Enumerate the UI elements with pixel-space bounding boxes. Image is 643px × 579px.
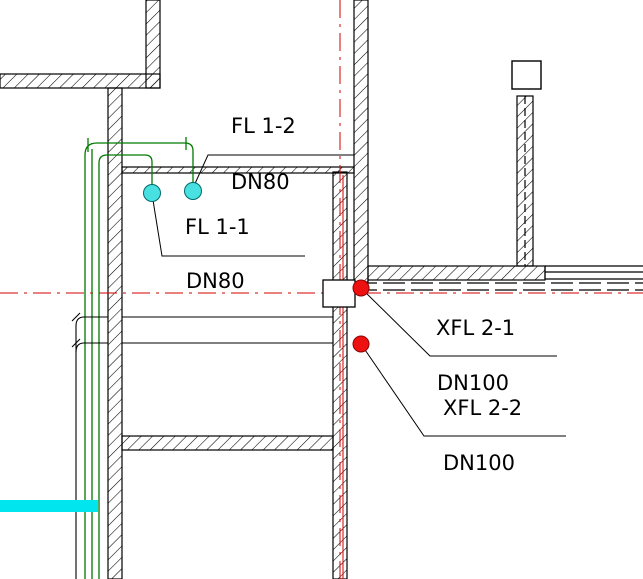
leaders xyxy=(151,154,566,437)
riser-box xyxy=(322,279,356,308)
leader-xfl-2-1 xyxy=(360,287,557,357)
drain-branch-2 xyxy=(75,342,108,353)
label-xfl-2-1: XFL 2-1 xyxy=(436,316,515,340)
label-dn100-upper: DN100 xyxy=(437,371,509,395)
wall-right-horizontal xyxy=(367,265,546,281)
leader-fl-1-2 xyxy=(192,154,354,189)
label-fl-1-2: FL 1-2 xyxy=(231,114,296,138)
cyan-pipe xyxy=(0,500,98,512)
supply-pipes xyxy=(84,137,194,579)
riser-fl-1-2 xyxy=(184,182,202,200)
equipment-box xyxy=(511,60,542,90)
wall-top-left-horizontal xyxy=(0,73,161,89)
labels: FL 1-2 DN80 FL 1-1 DN80 XFL 2-1 DN100 XF… xyxy=(185,114,522,475)
supply-pipe-inner xyxy=(98,154,153,579)
wall-right-upper-vertical xyxy=(353,0,369,283)
wall-shaft-top xyxy=(121,166,355,174)
drain-tick-1 xyxy=(71,312,81,322)
wall-top-left-vertical xyxy=(145,0,161,89)
wall-central-vertical xyxy=(107,87,123,579)
beam-lines xyxy=(355,282,643,291)
drain-branch-1 xyxy=(75,316,108,579)
drain-tick-2 xyxy=(71,338,81,348)
drain-lines xyxy=(71,312,333,579)
label-fl-1-1: FL 1-1 xyxy=(185,215,250,239)
wall-lower-horizontal xyxy=(121,435,334,451)
leader-xfl-2-2 xyxy=(360,343,566,437)
supply-pipe-outer xyxy=(84,142,194,579)
label-dn100-lower: DN100 xyxy=(443,451,515,475)
riser-xfl-2-2 xyxy=(352,335,370,353)
riser-xfl-2-1 xyxy=(352,279,370,297)
label-dn80-upper: DN80 xyxy=(231,170,290,194)
label-dn80-lower: DN80 xyxy=(186,269,245,293)
label-xfl-2-2: XFL 2-2 xyxy=(443,396,522,420)
risers xyxy=(143,182,370,353)
leader-fl-1-1 xyxy=(151,193,305,257)
riser-fl-1-1 xyxy=(143,184,161,202)
